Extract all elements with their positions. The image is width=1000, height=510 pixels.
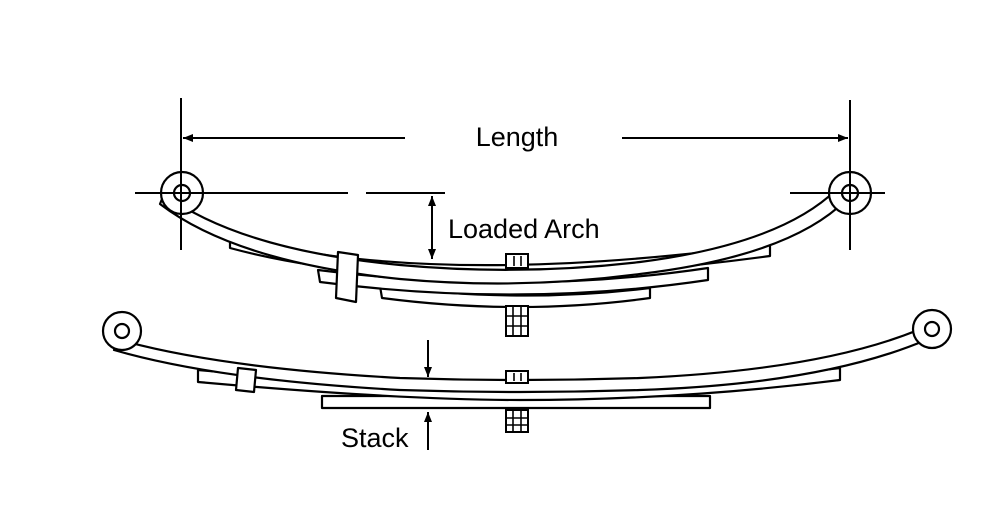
loaded-spring-clip (334, 250, 360, 304)
length-label: Length (476, 122, 559, 152)
free-spring-clip (234, 366, 258, 394)
loaded-arch-dimension: Loaded Arch (428, 196, 600, 259)
loaded-spring-center-bolt-top (505, 253, 529, 269)
free-spring-center-bolt-nut (505, 409, 529, 433)
stack-label: Stack (341, 423, 409, 453)
loaded-spring-center-bolt-nut (505, 305, 529, 337)
stack-dimension: Stack (341, 340, 432, 453)
free-spring (101, 308, 953, 433)
loaded-spring (158, 170, 873, 337)
length-dimension: Length (180, 98, 851, 250)
free-spring-center-bolt-top (505, 370, 529, 384)
loaded-arch-label: Loaded Arch (448, 214, 600, 244)
